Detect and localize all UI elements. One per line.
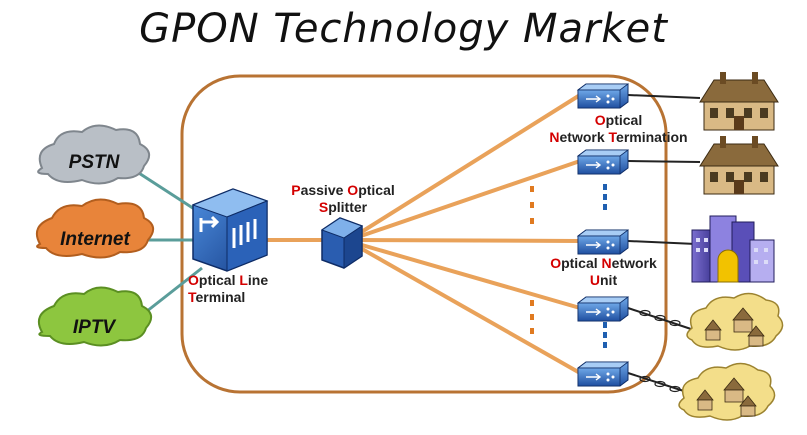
ont-devices [576,83,630,387]
ont-device-5 [576,361,630,387]
ont-label: Optical Network Termination [549,112,688,145]
house-1 [699,72,779,131]
ont-device-1 [576,83,630,109]
cloud-pstn [37,124,151,185]
cloud-iptv [38,286,153,347]
ont-device-4 [576,296,630,322]
neighborhood-cloud-1 [686,292,784,351]
cloud-label-iptv: IPTV [72,317,116,338]
cloud-label-pstn: PSTN [68,152,120,173]
ont-device-2 [576,149,630,175]
ont-device-3 [576,229,630,255]
cloud-label-internet: Internet [60,229,130,250]
splitter-label: Passive Optical Splitter [291,182,395,215]
onu-label: Optical Network Unit [550,255,657,288]
olt-label: Optical Line Terminal [188,272,269,305]
ellipsis-blue [603,184,607,348]
diagram-title: GPON Technology Market [139,6,668,52]
neighborhood-cloud-2 [678,362,776,421]
drop-links [627,94,701,394]
ellipsis-orange [530,186,534,334]
wireless-chain [639,309,681,393]
olt-arrow-icon [199,215,257,248]
network-frame [180,74,668,394]
cloud-internet [36,198,155,259]
office-buildings [691,215,775,283]
olt-device [191,188,269,272]
house-2 [699,136,779,195]
distribution-fibers [353,93,582,375]
splitter-device [320,217,364,269]
